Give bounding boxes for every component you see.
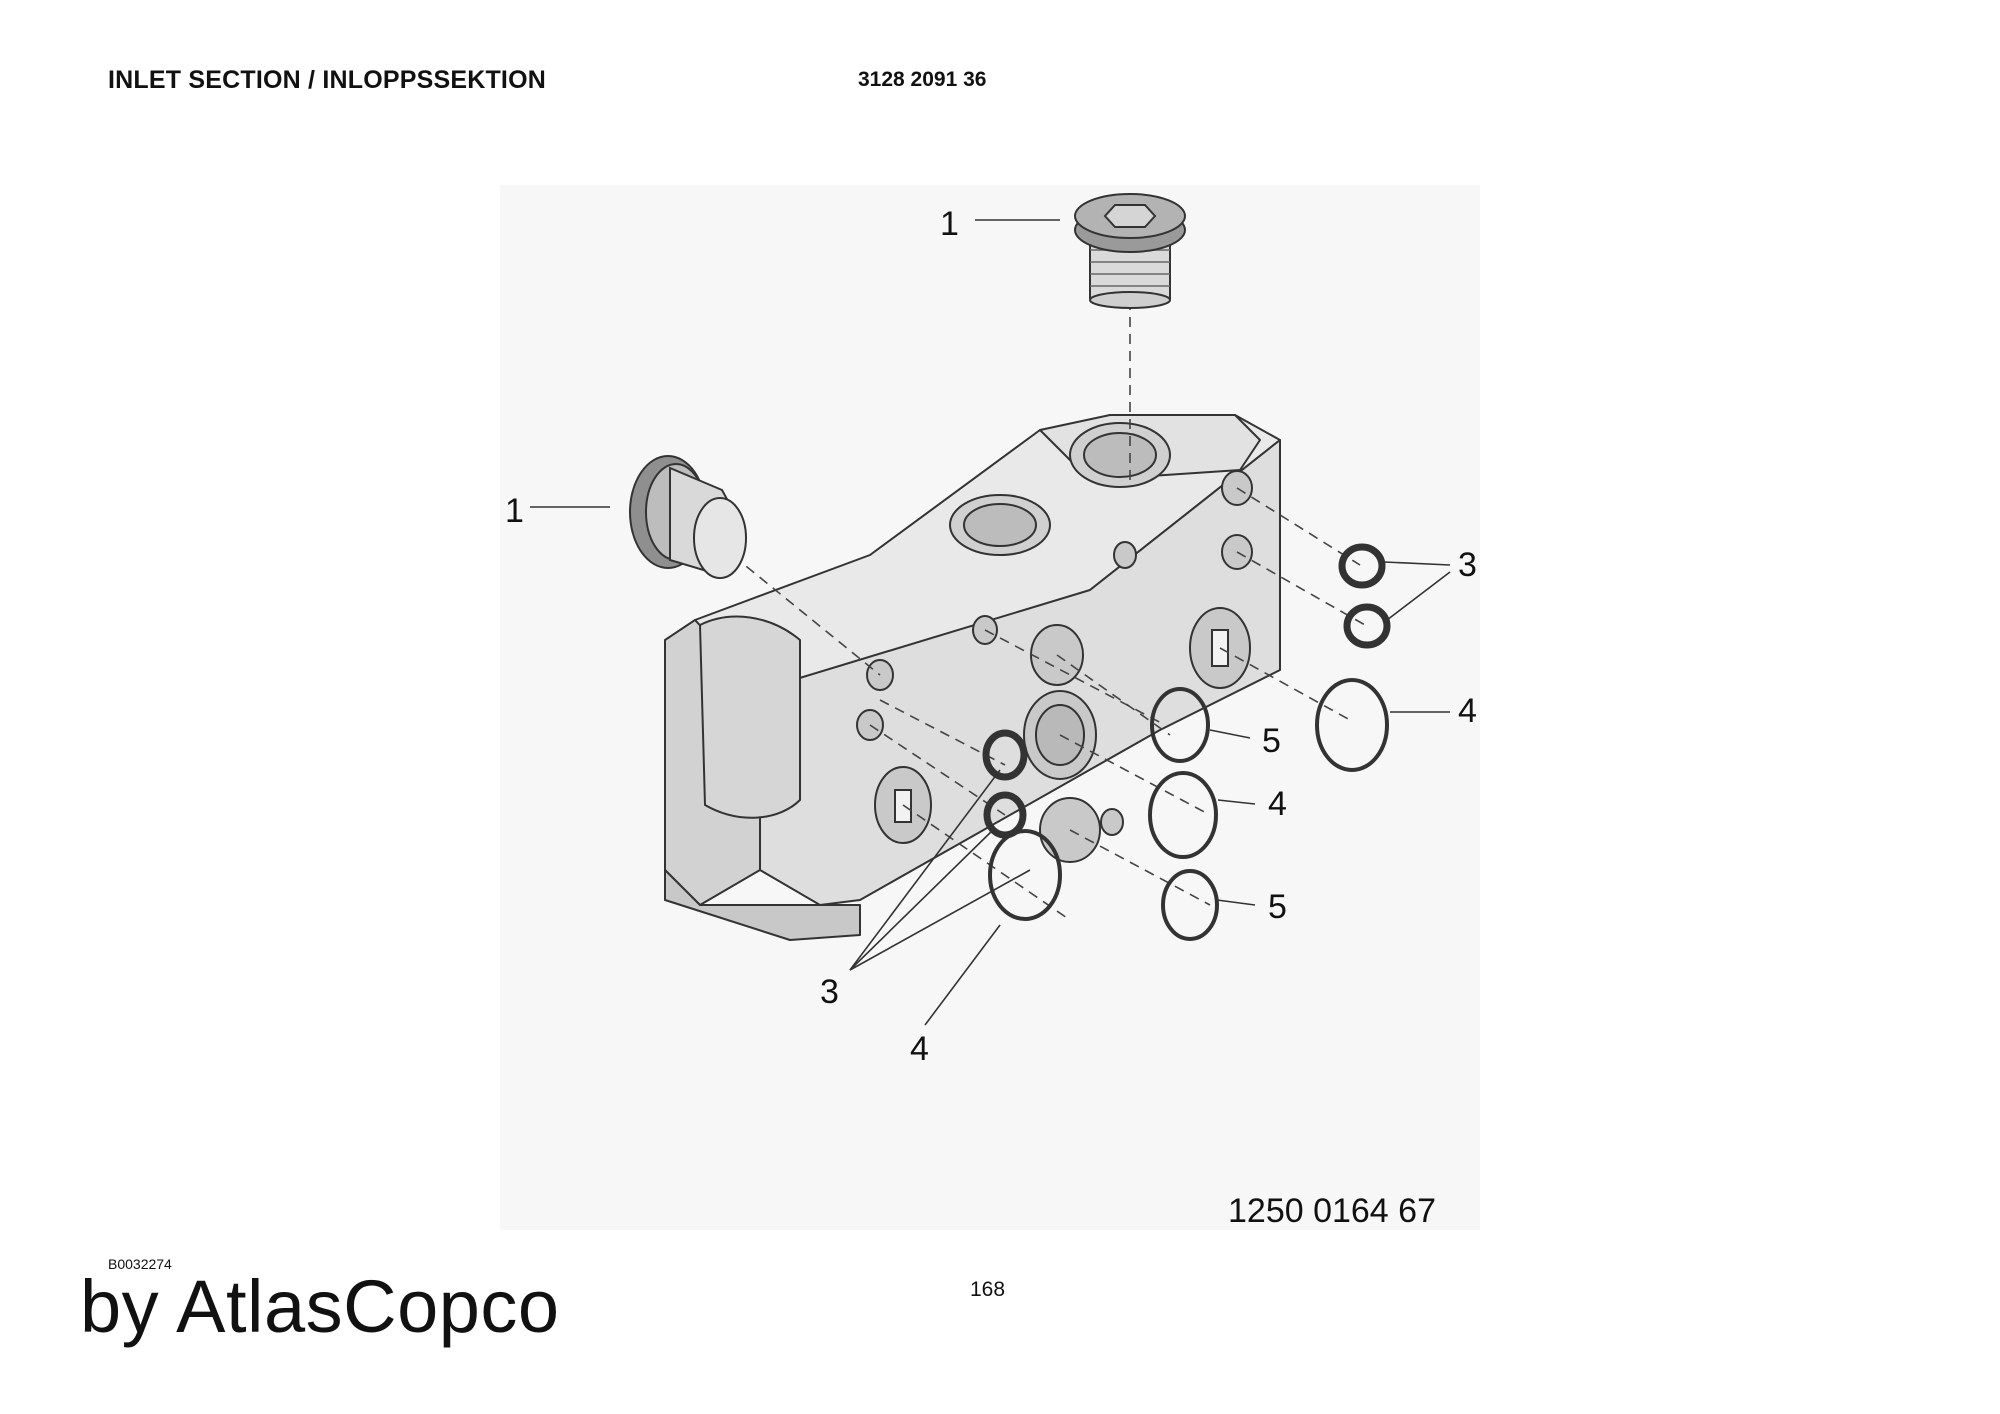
reference-number: 1250 0164 67 bbox=[1228, 1192, 1436, 1230]
leader-lines bbox=[530, 219, 1451, 1026]
callout-3-right: 3 bbox=[1458, 546, 1477, 584]
brand-watermark: by AtlasCopco bbox=[80, 1265, 560, 1348]
callout-4-mid: 4 bbox=[1268, 785, 1287, 823]
section-title: INLET SECTION / INLOPPSSEKTION bbox=[108, 66, 546, 94]
callout-4-right: 4 bbox=[1458, 692, 1477, 730]
callout-1-left: 1 bbox=[505, 492, 524, 530]
part-number: 3128 2091 36 bbox=[858, 68, 987, 91]
page-number: 168 bbox=[970, 1278, 1006, 1301]
drawing-id: B0032274 bbox=[108, 1256, 172, 1272]
callout-1-top: 1 bbox=[940, 205, 959, 243]
callout-4-bottom: 4 bbox=[910, 1030, 929, 1068]
plug-left bbox=[629, 455, 747, 579]
assembly-lines bbox=[719, 300, 1366, 921]
top-ports bbox=[949, 422, 1171, 556]
plug-top bbox=[1074, 193, 1186, 309]
front-ports bbox=[856, 470, 1253, 863]
o-rings bbox=[982, 543, 1391, 941]
callout-5-lower: 5 bbox=[1268, 888, 1287, 926]
callout-3-bottom: 3 bbox=[820, 973, 839, 1011]
callout-5-upper: 5 bbox=[1262, 722, 1281, 760]
inlet-section-body bbox=[664, 414, 1281, 941]
